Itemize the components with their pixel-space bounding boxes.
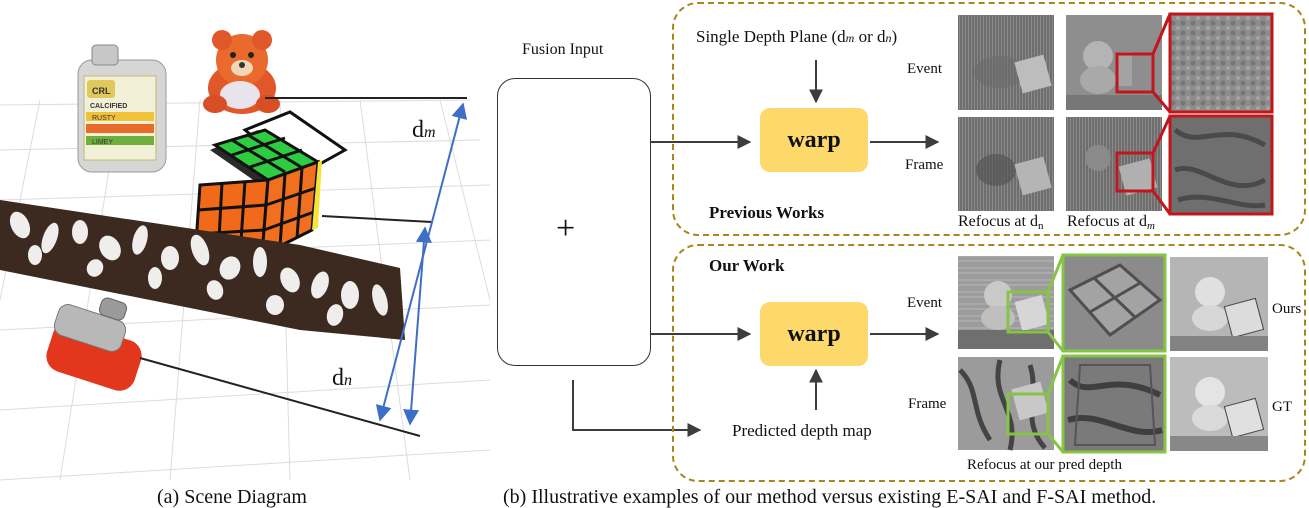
red-can-object [46, 297, 142, 391]
our-frame-row-label: Frame [908, 396, 947, 412]
gt-label: GT [1272, 399, 1292, 415]
prev-frame-dn-image [958, 117, 1054, 211]
fusion-input-title: Fusion Input [522, 41, 604, 58]
teddy-bear-object [203, 30, 280, 114]
prev-frame-zoom-image [1170, 117, 1272, 213]
bottle-text-calcified: CALCIFIED [90, 103, 127, 110]
refocus-dm-label: Refocus at dm [1067, 213, 1155, 232]
prev-event-zoom-image [1170, 15, 1272, 111]
our-zoom-frames [1006, 253, 1167, 454]
prev-zoom-frames [1115, 12, 1274, 216]
refocus-dn-label: Refocus at dn [958, 213, 1044, 232]
bottle-text-rusty: RUSTY [92, 115, 116, 122]
prev-event-row-label: Event [907, 61, 942, 77]
dn-depth-arrow [403, 226, 432, 426]
ours-result-image [1170, 257, 1268, 351]
prev-frame-row-label: Frame [905, 157, 944, 173]
bottle-text-crl: CRL [92, 86, 111, 96]
previous-works-panel [672, 2, 1306, 236]
our-event-zoom-image [1063, 256, 1165, 350]
occluder-plane-line [321, 215, 433, 223]
dn-label: dn [332, 365, 352, 391]
previous-works-title: Previous Works [709, 203, 825, 222]
fusion-to-depth-arrow [572, 380, 702, 437]
our-frame-zoom-image [1063, 357, 1165, 451]
prev-frame-dm-image [1066, 117, 1162, 211]
dm-label: dm [412, 117, 436, 143]
camera-plane-line [139, 357, 421, 437]
refocus-pred-label: Refocus at our pred depth [967, 457, 1122, 473]
prev-warp-block: warp [760, 108, 868, 172]
our-event-row-label: Event [907, 295, 942, 311]
gt-result-image [1170, 357, 1268, 451]
dn-subscript: n [344, 372, 352, 389]
prev-event-dm-image [1066, 15, 1162, 110]
ours-label: Ours [1272, 301, 1302, 317]
scene-caption: (a) Scene Diagram [157, 486, 307, 508]
bottle-text-limey: LIMEY [92, 139, 113, 146]
fusion-input-box [497, 78, 651, 366]
method-caption: (b) Illustrative examples of our method … [503, 486, 1157, 508]
our-work-panel [672, 244, 1306, 482]
predicted-depth-label: Predicted depth map [732, 421, 872, 440]
single-depth-plane-label: Single Depth Plane (dm or dn) [696, 27, 898, 46]
our-warp-block: warp [760, 302, 868, 366]
dm-subscript: m [424, 124, 436, 141]
prev-event-dn-image [958, 15, 1054, 110]
occluder-mesh [0, 200, 405, 340]
our-work-title: Our Work [709, 256, 785, 275]
bottle-object: CRL CALCIFIED RUSTY LIMEY [77, 44, 167, 173]
plus-sign: + [556, 210, 576, 247]
